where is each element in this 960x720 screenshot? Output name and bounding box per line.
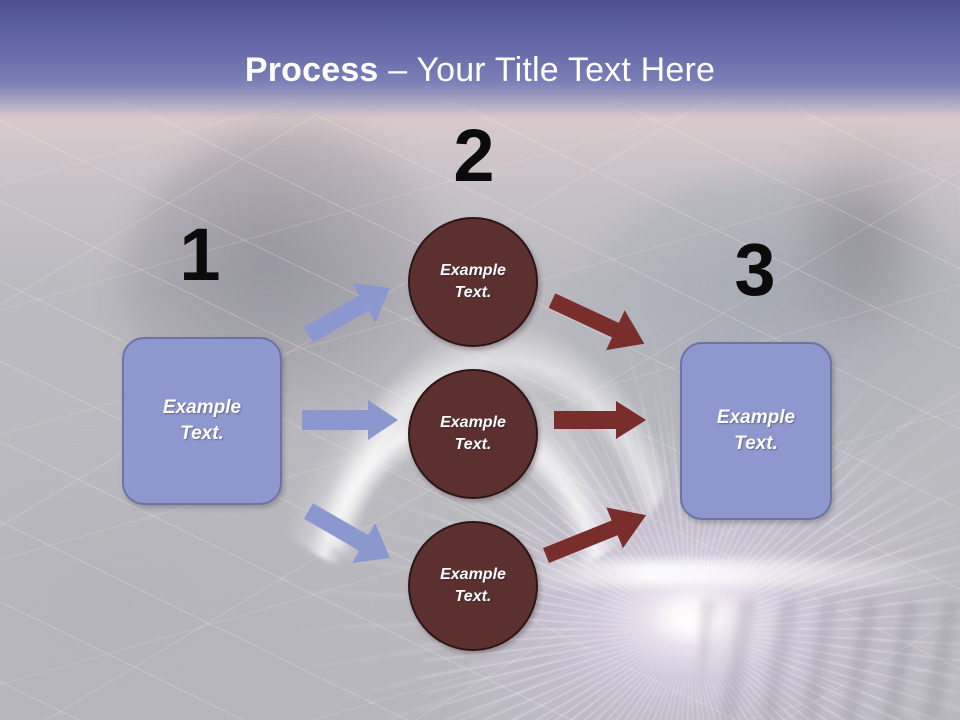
step-number-3: 3 bbox=[734, 228, 776, 311]
process-circle-2-label-line2: Text. bbox=[454, 436, 492, 453]
process-circle-1-label-line1: Example bbox=[440, 262, 506, 279]
slide-title: Process – Your Title Text Here bbox=[0, 50, 960, 90]
process-box-start-label: Example Text. bbox=[155, 395, 249, 447]
process-circle-1-label-line2: Text. bbox=[454, 284, 492, 301]
process-circle-2[interactable]: Example Text. bbox=[408, 369, 538, 499]
slide-title-bar: Process – Your Title Text Here bbox=[0, 0, 960, 118]
process-box-end-label-line2: Text. bbox=[734, 433, 778, 454]
process-box-end[interactable]: Example Text. bbox=[680, 342, 832, 520]
slide-title-rest: – Your Title Text Here bbox=[378, 51, 716, 89]
process-circle-1[interactable]: Example Text. bbox=[408, 217, 538, 347]
step-number-2: 2 bbox=[453, 114, 495, 197]
process-circle-3[interactable]: Example Text. bbox=[408, 521, 538, 651]
process-circle-3-label: Example Text. bbox=[432, 564, 514, 608]
process-circle-3-label-line1: Example bbox=[440, 566, 506, 583]
step-number-1: 1 bbox=[179, 213, 221, 296]
slide-title-strong: Process bbox=[244, 51, 379, 89]
process-box-start-label-line1: Example bbox=[162, 397, 242, 418]
process-box-start[interactable]: Example Text. bbox=[122, 337, 282, 505]
background-dark-object bbox=[790, 140, 930, 340]
process-box-start-label-line2: Text. bbox=[180, 423, 224, 444]
process-circle-3-label-line2: Text. bbox=[454, 588, 492, 605]
process-box-end-label: Example Text. bbox=[709, 405, 803, 457]
background-grill-pattern bbox=[700, 600, 960, 720]
process-circle-1-label: Example Text. bbox=[432, 260, 514, 304]
process-box-end-label-line1: Example bbox=[716, 407, 796, 428]
process-circle-2-label: Example Text. bbox=[432, 412, 514, 456]
process-circle-2-label-line1: Example bbox=[440, 414, 506, 431]
